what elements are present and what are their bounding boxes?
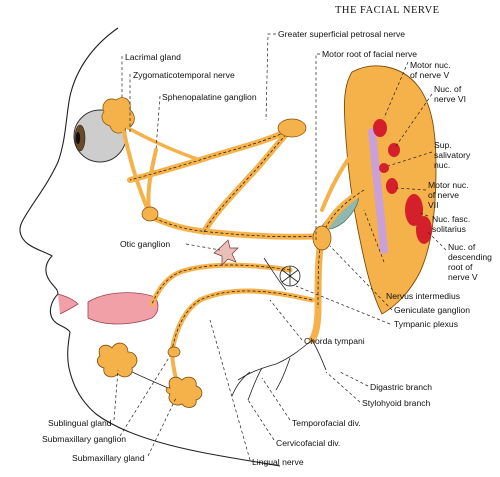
tympanic-plexus-sketch [263,257,301,291]
label-desc-root-4: nerve V [448,272,478,282]
label-temporofacial: Temporofacial div. [292,418,361,428]
label-nuc-fasc-1: Nuc. fasc. [432,214,470,224]
brainstem-nuclei [373,119,432,244]
label-nuc-fasc-2: solitarius [432,224,466,234]
label-motor-nuc-vii-2: of nerve [428,190,459,200]
label-stylohyoid: Stylohyoid branch [362,398,431,408]
upper-ganglion [277,118,307,138]
geniculate-ganglion-shape [312,225,332,251]
label-otic: Otic ganglion [120,239,170,249]
label-nuc-vi-1: Nuc. of [434,84,462,94]
terminal-branches [231,339,327,401]
label-sublingual: Sublingual gland [48,418,112,428]
label-lacrimal-gland: Lacrimal gland [125,52,181,62]
label-greater-petrosal: Greater superficial petrosal nerve [278,29,405,39]
label-motor-nuc-vii-1: Motor nuc. [428,180,469,190]
label-sup-sal-1: Sup. [434,140,452,150]
label-nuc-vi-2: nerve VI [434,94,466,104]
solitary-tract [368,128,388,254]
ganglia [141,118,332,358]
label-geniculate: Geniculate ganglion [394,305,470,315]
label-cervicofacial: Cervicofacial div. [276,438,340,448]
label-submax-gland: Submaxillary gland [72,453,145,463]
nerve-pathways [122,126,368,394]
label-motor-nuc-vii-3: VII [428,200,439,210]
label-submax-ganglion: Submaxillary ganglion [42,434,126,444]
lips [57,293,79,315]
lacrimal-gland [101,97,135,134]
label-desc-root-3: root of [448,262,473,272]
label-motor-nuc-v-1: Motor nuc. [410,60,451,70]
tongue [87,292,159,325]
label-sup-sal-3: nuc. [434,160,450,170]
label-zygomaticotemporal: Zygomaticotemporal nerve [133,70,235,80]
label-nervus-intermedius: Nervus intermedius [386,291,460,301]
label-motor-nuc-v-2: of nerve V [410,70,449,80]
otic-ganglion-shape [213,239,239,266]
label-tympanic-plexus: Tympanic plexus [394,319,458,329]
leader-lines [113,33,447,461]
sublingual-gland-shape [96,342,138,378]
label-digastric: Digastric branch [370,382,432,392]
submax-gland-shape [165,376,203,408]
label-chorda: Chorda tympani [304,336,365,346]
sphenopalatine-ganglion-shape [141,206,159,222]
label-desc-root-1: Nuc. of [448,242,476,252]
label-lingual: Lingual nerve [252,457,304,467]
head-outline [19,27,281,467]
label-desc-root-2: descending [448,252,492,262]
label-sup-sal-2: salivatory [434,150,471,160]
label-sphenopalatine: Sphenopalatine ganglion [162,92,257,102]
label-motor-root: Motor root of facial nerve [322,49,417,59]
figure-title: THE FACIAL NERVE [335,5,440,16]
submax-ganglion-shape [167,346,181,358]
